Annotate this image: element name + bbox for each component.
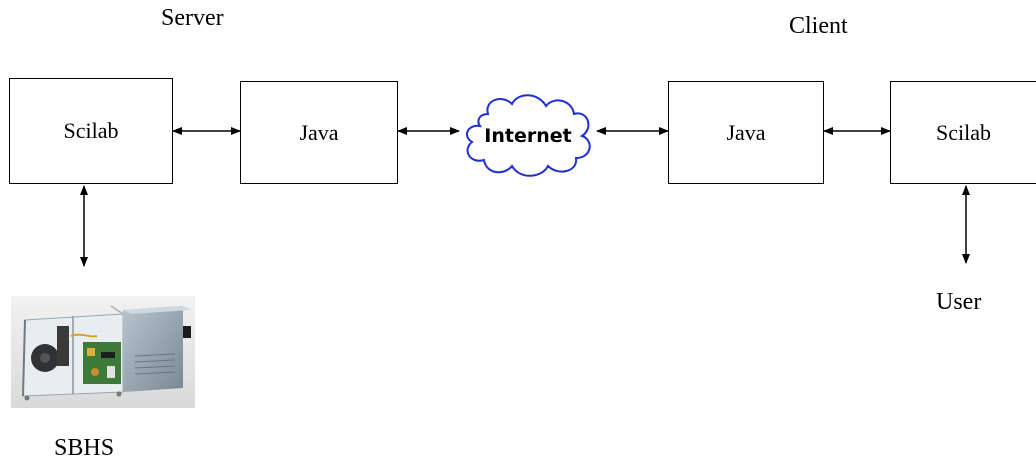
server-java-box: Java — [240, 81, 398, 184]
server-heading: Server — [161, 5, 224, 31]
user-label: User — [936, 289, 982, 315]
client-java-label: Java — [726, 119, 766, 145]
cloud-icon: Internet — [465, 94, 591, 177]
client-scilab-box: Scilab — [890, 81, 1036, 184]
sbhs-hardware-icon — [11, 296, 195, 408]
client-java-box: Java — [668, 81, 824, 184]
sbhs-photo — [11, 296, 195, 408]
internet-label: Internet — [484, 125, 571, 147]
internet-cloud: Internet — [458, 86, 598, 182]
server-java-label: Java — [299, 119, 339, 145]
server-scilab-box: Scilab — [9, 78, 173, 184]
server-scilab-label: Scilab — [63, 118, 119, 143]
client-scilab-label: Scilab — [936, 119, 991, 145]
sbhs-label: SBHS — [54, 435, 115, 461]
client-heading: Client — [789, 13, 848, 39]
